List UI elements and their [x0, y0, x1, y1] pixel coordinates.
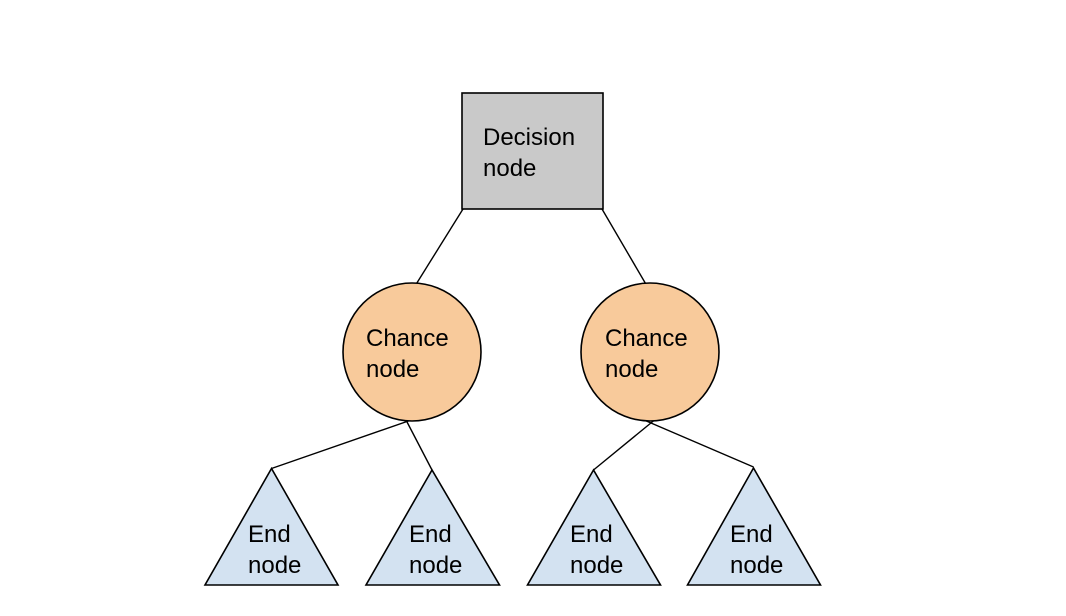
- edge-decision-to-chance-right: [601, 208, 648, 287]
- end-node-3: End node: [526, 468, 662, 586]
- decision-node-label-line-2: node: [483, 155, 536, 182]
- chance-node-left-shape: [342, 282, 482, 422]
- end-node-1-label-line-1: End: [248, 521, 291, 548]
- edge-decision-to-chance-left: [414, 208, 464, 287]
- chance-node-left-label-line-2: node: [366, 356, 419, 383]
- end-node-1-shape: [203, 466, 340, 586]
- chance-node-right-label-line-2: node: [605, 356, 658, 383]
- end-node-3-label-line-2: node: [570, 552, 623, 579]
- edge-chance-right-to-end-4: [643, 419, 754, 468]
- edge-chance-left-to-end-2: [405, 419, 433, 471]
- decision-node-shape: [461, 92, 604, 210]
- end-node-4: End node: [686, 466, 822, 586]
- edge-chance-left-to-end-1: [271, 417, 418, 470]
- end-node-4-label-line-2: node: [730, 552, 783, 579]
- end-node-2-shape: [364, 468, 501, 586]
- chance-node-right-shape: [580, 282, 720, 422]
- chance-node-right-label-line-1: Chance: [605, 325, 688, 352]
- end-node-2-label-line-2: node: [409, 552, 462, 579]
- chance-node-left: Chance node: [342, 282, 482, 422]
- end-node-3-label-line-1: End: [570, 521, 613, 548]
- end-node-1-label-line-2: node: [248, 552, 301, 579]
- end-node-1: End node: [203, 466, 340, 586]
- end-node-3-shape: [526, 468, 662, 586]
- end-node-4-shape: [686, 466, 822, 586]
- end-node-2-label-line-1: End: [409, 521, 452, 548]
- chance-node-right: Chance node: [580, 282, 720, 422]
- end-node-2: End node: [364, 468, 501, 586]
- decision-node-label-line-1: Decision: [483, 124, 575, 151]
- end-node-4-label-line-1: End: [730, 521, 773, 548]
- decision-node: Decision node: [461, 92, 604, 210]
- edges-layer: [271, 208, 754, 471]
- edge-chance-right-to-end-3: [593, 417, 658, 471]
- chance-node-left-label-line-1: Chance: [366, 325, 449, 352]
